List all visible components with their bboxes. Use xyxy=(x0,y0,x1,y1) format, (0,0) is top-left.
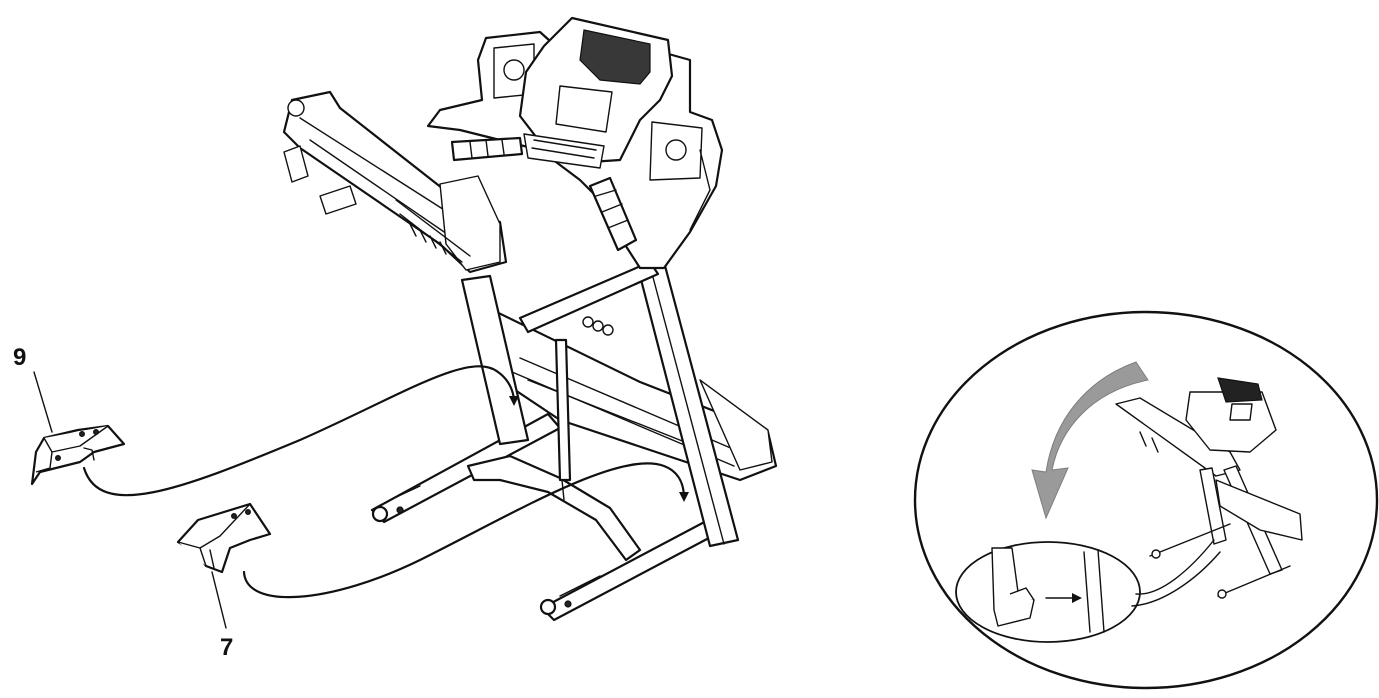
part-label-7: 7 xyxy=(220,634,234,661)
treadmill-illustration xyxy=(282,16,778,622)
base-crossbar xyxy=(466,454,642,562)
control-panel xyxy=(523,133,605,169)
upright-crossbar xyxy=(518,260,660,334)
speaker-grille xyxy=(579,29,651,85)
leader-line-7 xyxy=(211,571,227,629)
deck xyxy=(470,298,778,482)
install-arrow xyxy=(82,365,519,497)
fold-arrow xyxy=(1031,361,1149,520)
install-arrow xyxy=(242,462,689,599)
wheel-right xyxy=(539,598,557,616)
end-cap-part-7 xyxy=(176,502,272,574)
bracket xyxy=(319,185,357,215)
leader-line-9 xyxy=(33,371,53,433)
part-label-9: 9 xyxy=(13,344,27,371)
grip-right xyxy=(588,176,638,252)
end-cap-part-9 xyxy=(30,424,126,486)
wheel-left xyxy=(371,505,389,523)
fold-detail-callout xyxy=(913,310,1379,690)
lift-strut xyxy=(554,338,572,482)
foot-pedal-detail xyxy=(955,539,1221,643)
